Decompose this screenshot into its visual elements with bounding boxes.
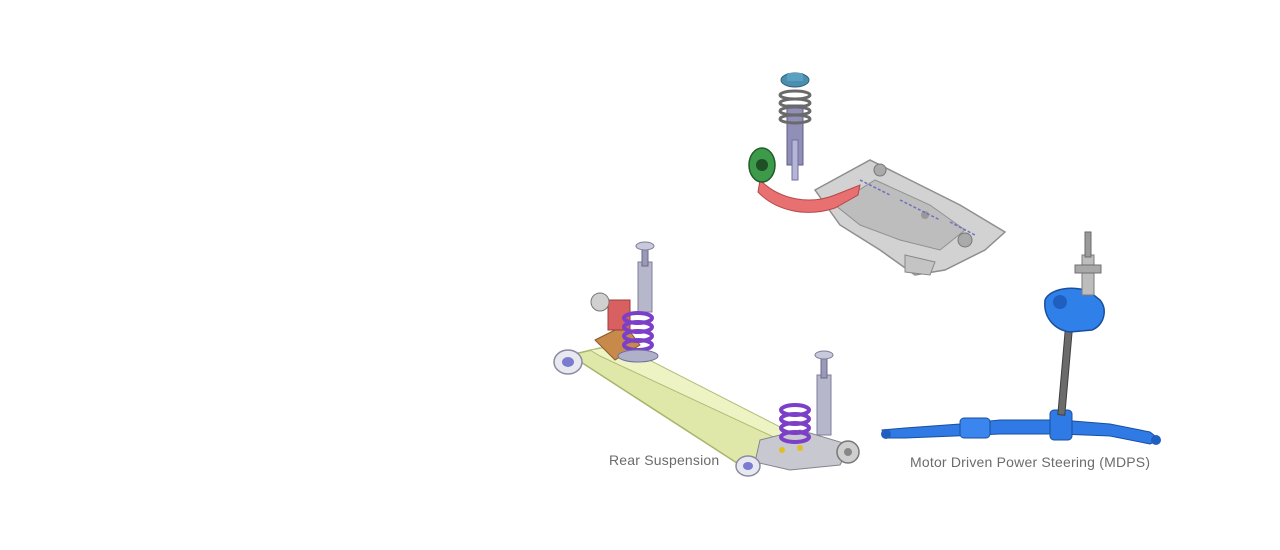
mdps-caption: Motor Driven Power Steering (MDPS) [910,454,1151,470]
rear-suspension-illustration [553,241,860,477]
rear-suspension-caption: Rear Suspension [609,452,720,468]
mdps-illustration [881,231,1161,445]
front-suspension-illustration [748,72,1007,276]
